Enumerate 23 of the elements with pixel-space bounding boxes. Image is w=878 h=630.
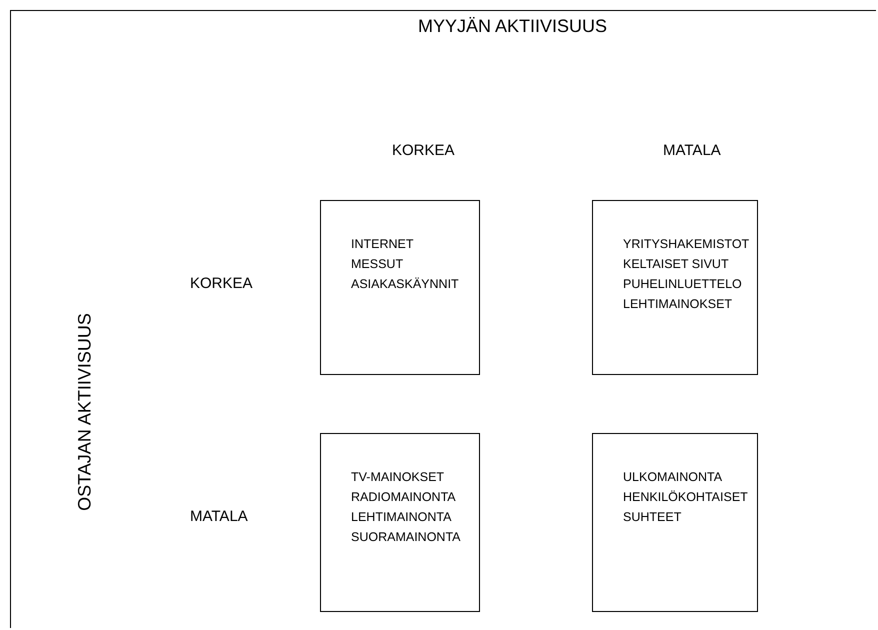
channel-text: PUHELINLUETTELO — [623, 276, 742, 293]
channel-text: TV-MAINOKSET — [351, 469, 444, 486]
channel-text: LEHTIMAINOKSET — [623, 296, 732, 313]
quadrant-box — [592, 200, 758, 375]
channel-text: HENKILÖKOHTAISET SUHTEET — [623, 489, 749, 526]
channel-text: INTERNET — [351, 236, 414, 253]
quadrant-box — [592, 433, 758, 612]
channel-text: ULKOMAINONTA — [623, 469, 722, 486]
column-label: KORKEA — [392, 142, 455, 159]
axis-title: MYYJÄN AKTIIVISUUS — [418, 16, 608, 37]
row-label: MATALA — [190, 508, 248, 525]
quadrant-box — [320, 200, 480, 375]
channel-text: LEHTIMAINONTA — [351, 509, 452, 526]
channel-text: RADIOMAINONTA — [351, 489, 456, 506]
channel-text: YRITYSHAKEMISTOT — [623, 236, 749, 253]
channel-text: ASIAKASKÄYNNIT — [351, 276, 459, 293]
axis-title: OSTAJAN AKTIIVISUUS — [74, 313, 96, 511]
column-label: MATALA — [663, 142, 721, 159]
channel-text: KELTAISET SIVUT — [623, 256, 729, 273]
channel-text: MESSUT — [351, 256, 404, 273]
quadrant-box — [320, 433, 480, 612]
row-label: KORKEA — [190, 275, 253, 292]
channel-text: SUORAMAINONTA — [351, 529, 460, 546]
